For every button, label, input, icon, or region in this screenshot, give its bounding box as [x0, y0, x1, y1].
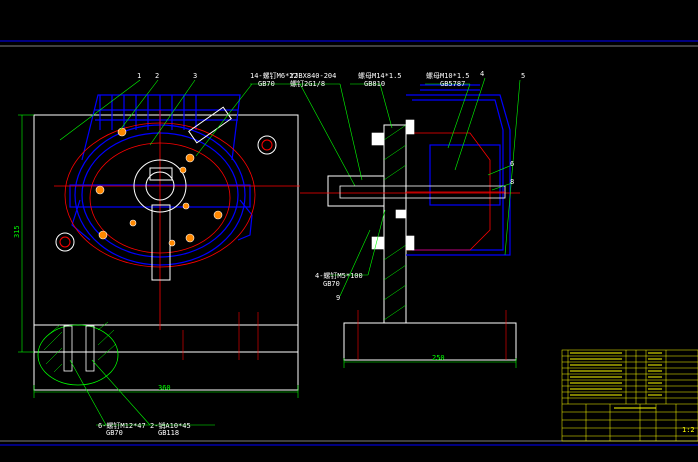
bottom-callout-leaders	[69, 359, 215, 426]
callout-pin-bottom2-std: GB118	[158, 429, 179, 437]
callout-nut-top: 螺母M14*1.5	[358, 71, 402, 80]
callout-nut-right-std: GB5787	[440, 80, 465, 88]
side-dim-width-label: 250	[432, 354, 445, 362]
callout-nut-top-std: GB810	[364, 80, 385, 88]
parts-list	[562, 350, 698, 405]
balloon-8: 8	[510, 178, 514, 186]
clamp-bar	[188, 106, 232, 144]
balloon-3: 3	[193, 72, 197, 80]
dimension-width: 360	[33, 384, 299, 398]
pin-section	[37, 321, 119, 386]
top-callout-leader	[250, 83, 356, 187]
callout-pin-bottom: 6-螺钉M12*47	[98, 421, 146, 430]
callout-screw-top: 14-螺钉M6*22	[250, 71, 298, 80]
front-balloon-leaders	[59, 79, 253, 157]
bolt-heads	[95, 127, 223, 247]
side-view: 250 YJBX840-204 螺钉2G1/8 螺母M14*1.5 GB810	[290, 70, 525, 368]
locating-holes	[55, 135, 277, 252]
dim-width-label: 360	[158, 384, 171, 392]
callout-screw-side: 4-螺钉M5*100	[315, 271, 363, 280]
side-center-lines	[357, 310, 507, 360]
title-scale: 1:2	[682, 426, 695, 434]
side-bolts	[371, 119, 415, 251]
side-base	[327, 124, 517, 361]
red-center-lines	[182, 312, 259, 360]
callout-pin-bottom-std: GB70	[106, 429, 123, 437]
callout-nut-right: 螺母M10*1.5	[426, 71, 470, 80]
callout-part-top: YJBX840-204	[290, 72, 336, 80]
balloon-4: 4	[480, 70, 484, 78]
callout-part-top-sub: 螺钉2G1/8	[290, 79, 325, 88]
drawing-frame	[0, 40, 698, 446]
balloon-6: 6	[510, 160, 514, 168]
title-block-fill	[570, 352, 662, 409]
callout-pin-bottom2: 2-销A10*45	[150, 421, 191, 430]
lower-block	[33, 324, 299, 391]
callout-screw-side-std: GB70	[323, 280, 340, 288]
side-plate-hatch	[383, 124, 407, 324]
balloon-9: 9	[336, 294, 340, 302]
side-callout-leaders	[290, 77, 521, 297]
title-grid	[562, 404, 698, 441]
balloon-5: 5	[521, 72, 525, 80]
side-dimension-width: 250	[343, 354, 517, 368]
title-block	[561, 349, 698, 442]
balloon-1: 1	[137, 72, 141, 80]
dim-height-label: 315	[13, 225, 21, 238]
side-workpiece	[406, 84, 511, 256]
dimension-height: 315	[13, 114, 34, 353]
front-view: 315 360	[13, 71, 356, 437]
workpiece-contour	[54, 110, 300, 330]
side-shaft	[339, 185, 506, 199]
callout-screw-top-std: GB70	[258, 80, 275, 88]
side-section-lines	[300, 132, 520, 251]
balloon-2: 2	[155, 72, 159, 80]
base-plate	[33, 114, 299, 353]
